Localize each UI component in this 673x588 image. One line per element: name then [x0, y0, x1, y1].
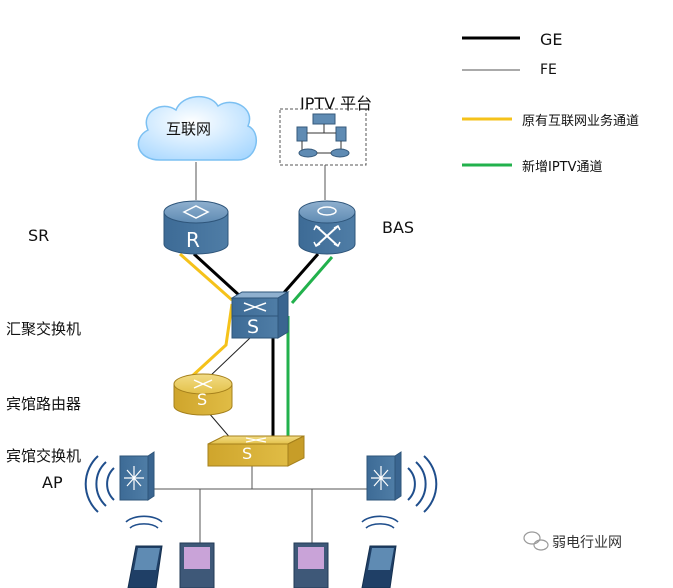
iptv-platform-label: IPTV 平台: [300, 94, 373, 113]
fe-link-agg-router: [207, 337, 251, 379]
hotel-switch-glyph: S: [242, 444, 253, 463]
wechat-icon: [523, 531, 549, 551]
legend-iptv-label: 新增IPTV通道: [522, 160, 603, 175]
hotel-router-icon: [173, 373, 233, 416]
legend: [462, 36, 520, 167]
pc-icon: [293, 542, 329, 588]
iptv-channel-bas-agg: [290, 256, 334, 304]
agg-switch-label: 汇聚交换机: [6, 320, 82, 338]
fe-link-router-switch: [207, 411, 233, 441]
bas-label: BAS: [382, 218, 415, 237]
legend-internet-label: 原有互联网业务通道: [522, 114, 640, 129]
legend-fe-label: FE: [540, 62, 557, 78]
ge-link-bas-agg: [279, 253, 320, 297]
sr-label: SR: [28, 226, 50, 245]
hotel-router-label: 宾馆路由器: [6, 395, 82, 413]
bas-icon: [298, 200, 356, 255]
pc-icon: [179, 542, 215, 588]
switch-icon: [230, 291, 290, 339]
wireless-signal-icon: [407, 455, 438, 513]
hotel-router-glyph: S: [197, 390, 208, 409]
access-point-icon: [366, 451, 402, 501]
access-point-icon: [119, 451, 155, 501]
laptop-icon: [361, 545, 397, 588]
hotel-switch-icon: [207, 435, 305, 467]
router-icon: [163, 200, 229, 255]
wireless-signal-icon: [125, 515, 163, 529]
watermark-text: 弱电行业网: [552, 535, 622, 551]
sr-glyph: R: [186, 228, 200, 252]
internet-channel-sr-agg: [179, 252, 233, 302]
legend-ge-label: GE: [540, 30, 563, 49]
iptv-platform-box: [279, 108, 367, 166]
cloud-label: 互联网: [166, 120, 212, 138]
links: [150, 162, 367, 545]
ap-label: AP: [42, 473, 63, 492]
internet-channel-agg-router: [188, 303, 234, 380]
laptop-icon: [127, 545, 163, 588]
agg-switch-glyph: S: [247, 316, 260, 338]
hotel-switch-label: 宾馆交换机: [6, 447, 82, 465]
cloud-icon: [137, 96, 258, 161]
ge-link-sr-agg: [192, 252, 242, 298]
wireless-signal-icon: [84, 455, 115, 513]
wireless-signal-icon: [361, 515, 399, 529]
